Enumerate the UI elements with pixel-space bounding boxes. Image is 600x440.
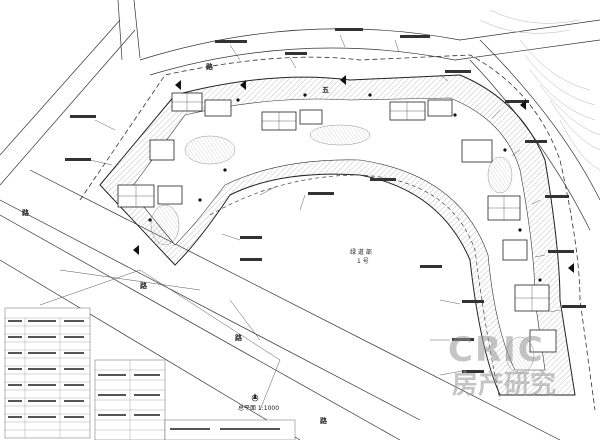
data-table-rows <box>5 317 165 440</box>
landscape-patches <box>150 124 535 374</box>
entrance-markers <box>133 75 574 273</box>
watermark-latin: CRIC <box>448 330 545 370</box>
center-area-sublabel: 1 号 <box>357 258 369 265</box>
road-label-north: 路 <box>206 63 213 71</box>
inner-dashed-line <box>209 174 501 401</box>
buildings <box>117 92 557 353</box>
center-area-label: 绿 道 部 <box>350 249 372 256</box>
road-label-west: 路 <box>22 209 29 217</box>
site-interior <box>129 97 546 371</box>
watermark-cjk: 房产研究 <box>452 370 557 400</box>
data-table-marks <box>8 320 280 430</box>
setback-line <box>79 54 596 411</box>
scale-note: 总平面 1:1000 <box>238 405 280 412</box>
north-arrow-icon <box>251 393 259 402</box>
annotation-marks <box>65 28 586 373</box>
road-label-north-center: 五 <box>322 86 329 94</box>
terrain-lines <box>479 9 600 171</box>
survey-points <box>148 93 542 282</box>
adjacent-parcels <box>39 269 281 411</box>
road-label-south-a: 路 <box>140 282 147 290</box>
annotations <box>89 34 561 376</box>
road-label-south-c: 路 <box>320 417 327 425</box>
road-label-south-b: 路 <box>235 334 242 342</box>
